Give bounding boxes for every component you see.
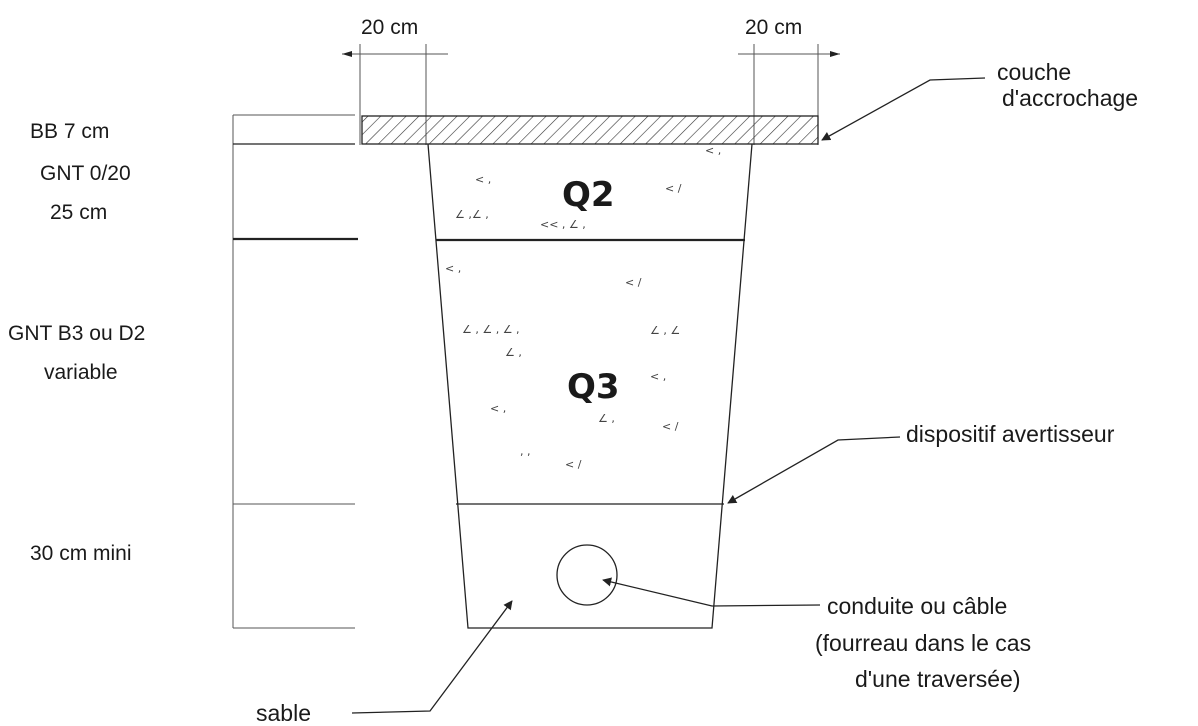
tack-coat-label-line1: couche — [997, 59, 1071, 85]
svg-text:< ,: < , — [705, 144, 721, 157]
svg-text:< ,: < , — [475, 173, 491, 186]
layer-label-bb: BB 7 cm — [30, 120, 109, 143]
layer-label-fill-line2: variable — [44, 361, 118, 384]
svg-text:∠ , ∠ , ∠ ,: ∠ , ∠ , ∠ , — [462, 323, 520, 336]
svg-text:< /: < / — [665, 182, 682, 195]
aggregate-texture: < , < / ∠ ,∠ , << , ∠ , < , < , < / ∠ , … — [445, 144, 721, 471]
svg-text:< ,: < , — [490, 402, 506, 415]
tack-coat-label-line2: d'accrochage — [1002, 85, 1138, 111]
sand-label: sable — [256, 700, 311, 726]
zone-label-q2: Q2 — [562, 175, 615, 215]
svg-text:< /: < / — [625, 276, 642, 289]
warning-device-leader — [727, 436, 901, 504]
sand-leader — [351, 600, 513, 714]
dimension-right-arrowhead — [830, 51, 840, 57]
pipe-circle — [556, 544, 618, 606]
tack-coat-leader — [821, 77, 986, 141]
svg-text:< /: < / — [565, 458, 582, 471]
layer-label-gnt-line1: GNT 0/20 — [40, 162, 131, 185]
left-reference-column — [232, 114, 358, 629]
svg-text:< ,: < , — [445, 262, 461, 275]
zone-label-q3: Q3 — [567, 367, 620, 407]
svg-text:∠ ,: ∠ , — [598, 412, 615, 425]
svg-text:∠ ,: ∠ , — [505, 346, 522, 359]
warning-device-label: dispositif avertisseur — [906, 421, 1115, 447]
dimension-left-label: 20 cm — [361, 16, 418, 39]
pipe-leader — [602, 577, 821, 607]
svg-text:∠ ,∠ ,: ∠ ,∠ , — [455, 208, 489, 221]
pipe-label-line2: (fourreau dans le cas — [815, 630, 1031, 656]
trench-outline — [427, 143, 753, 629]
layer-label-bedding: 30 cm mini — [30, 542, 132, 565]
svg-text:, ,: , , — [520, 445, 531, 458]
svg-text:∠ , ∠: ∠ , ∠ — [650, 324, 680, 337]
pipe-label-line1: conduite ou câble — [827, 593, 1007, 619]
dimension-right-label: 20 cm — [745, 16, 802, 39]
layer-label-fill-line1: GNT B3 ou D2 — [8, 322, 145, 345]
pipe-label-line3: d'une traversée) — [855, 666, 1020, 692]
dimension-left-arrowhead — [342, 51, 352, 57]
layer-label-gnt-line2: 25 cm — [50, 201, 107, 224]
svg-text:< /: < / — [662, 420, 679, 433]
svg-text:< ,: < , — [650, 370, 666, 383]
bb-surface-layer — [361, 115, 819, 145]
svg-text:<< , ∠ ,: << , ∠ , — [540, 218, 586, 231]
